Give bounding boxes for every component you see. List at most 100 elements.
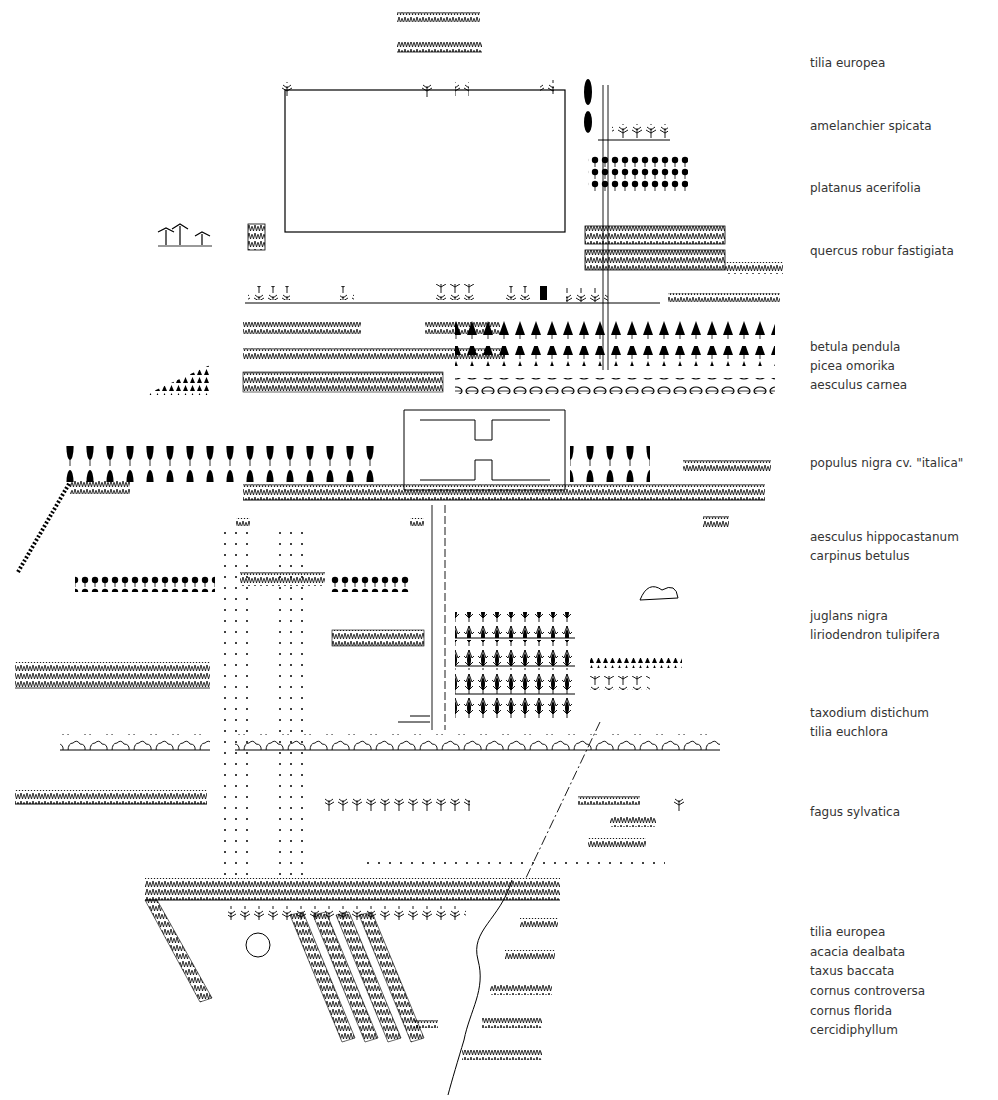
- species-label: quercus robur fastigiata: [810, 244, 954, 258]
- hedge-row: [70, 480, 130, 494]
- hedge-mark: [703, 516, 729, 528]
- row-line: [397, 52, 482, 53]
- cypress-row: [65, 446, 385, 482]
- ground-line: [60, 750, 210, 751]
- ground-line: [245, 303, 660, 304]
- tree-group: [566, 288, 608, 302]
- ground-line: [235, 750, 720, 751]
- marker-block: [540, 286, 547, 300]
- tree-group: [340, 286, 354, 300]
- hedge-block: [490, 985, 552, 995]
- species-label: cornus florida: [810, 1004, 892, 1018]
- species-label: populus nigra cv. "italica": [810, 456, 963, 470]
- cypress-symbol: [584, 111, 592, 133]
- hedge-row: [15, 790, 207, 804]
- hedge-row: [243, 484, 765, 500]
- species-label: acacia dealbata: [810, 945, 905, 959]
- cypress-row: [570, 446, 650, 482]
- species-label: aesculus carnea: [810, 378, 907, 392]
- circle-mark: [246, 933, 270, 957]
- species-label: taxodium distichum: [810, 706, 929, 720]
- row-line: [15, 804, 207, 805]
- species-label: amelanchier spicata: [810, 119, 932, 133]
- row-line: [243, 499, 765, 500]
- tree-group: [418, 84, 432, 98]
- open-field: [285, 90, 565, 232]
- sculpture-outline: [640, 587, 678, 600]
- tree-row: [612, 124, 668, 138]
- hedge-row: [397, 42, 482, 52]
- hedge-row: [145, 878, 560, 900]
- tree-group: [673, 798, 687, 812]
- row-line: [15, 688, 210, 689]
- step-mark: [398, 716, 430, 722]
- species-label: taxus baccata: [810, 964, 894, 978]
- hedge-block: [482, 1018, 542, 1028]
- hedge-row: [15, 662, 210, 688]
- hedge-block: [585, 250, 725, 270]
- conifer-row: [455, 346, 775, 366]
- hedge-row: [243, 322, 361, 334]
- diagonal-hedge: [145, 900, 212, 1002]
- species-label: tilia europea: [810, 925, 885, 939]
- species-label: picea omorika: [810, 359, 895, 373]
- hedge-block: [414, 1020, 438, 1028]
- species-label: platanus acerifolia: [810, 181, 921, 195]
- tree-group: [455, 82, 469, 96]
- species-label: tilia euchlora: [810, 725, 888, 739]
- tree-grid: [588, 156, 688, 192]
- species-label: carpinus betulus: [810, 549, 910, 563]
- tree-group: [432, 284, 474, 300]
- palm-trees: [158, 224, 210, 245]
- path-line: [445, 505, 446, 730]
- species-label: juglans nigra: [810, 609, 888, 623]
- hedge-row: [725, 262, 783, 274]
- species-label: cercidiphyllum: [810, 1023, 898, 1037]
- tree-block: [455, 640, 575, 666]
- tree-block: [455, 668, 575, 694]
- dot-field: [220, 530, 250, 880]
- hedge-row: [668, 293, 780, 302]
- tree-row: [325, 798, 470, 812]
- hedge-row: [610, 817, 656, 827]
- hatched-block: [248, 224, 265, 250]
- hedge-block: [585, 226, 725, 244]
- tree-row: [455, 378, 775, 394]
- tree-group: [540, 80, 554, 94]
- hedge-row: [683, 460, 771, 472]
- species-label: betula pendula: [810, 340, 900, 354]
- dot-field: [278, 530, 308, 880]
- tree-grid: [75, 576, 215, 592]
- tree-block: [455, 696, 575, 722]
- tree-block: [455, 612, 575, 638]
- tree-grid: [330, 576, 410, 592]
- hedge-row: [397, 12, 480, 22]
- species-label: fagus sylvatica: [810, 805, 900, 819]
- hedge-block: [520, 918, 558, 928]
- hedge-block: [243, 372, 443, 392]
- hedge-block: [462, 1050, 542, 1060]
- path-line: [432, 505, 433, 730]
- cypress-symbol: [584, 79, 592, 105]
- building-outline: [404, 410, 565, 490]
- shrub-row: [60, 734, 210, 750]
- hedge-block: [332, 630, 424, 646]
- tree-row: [590, 676, 650, 690]
- hedge-block: [505, 950, 555, 960]
- hedge-row: [588, 838, 646, 847]
- ground-line: [145, 899, 560, 900]
- conifer-nursery: [145, 365, 210, 395]
- conifer-row: [455, 320, 775, 340]
- tree-group: [506, 286, 534, 300]
- tree-group: [248, 286, 290, 300]
- diagonal-tree-row: [18, 482, 70, 572]
- species-label: liriodendron tulipifera: [810, 628, 940, 642]
- tree-row: [590, 658, 682, 668]
- species-label: tilia europea: [810, 56, 885, 70]
- hedge-row: [578, 796, 640, 805]
- species-label: aesculus hippocastanum: [810, 530, 959, 544]
- species-label: cornus controversa: [810, 984, 925, 998]
- hedge-mark: [410, 518, 424, 526]
- shrub-row: [235, 734, 720, 750]
